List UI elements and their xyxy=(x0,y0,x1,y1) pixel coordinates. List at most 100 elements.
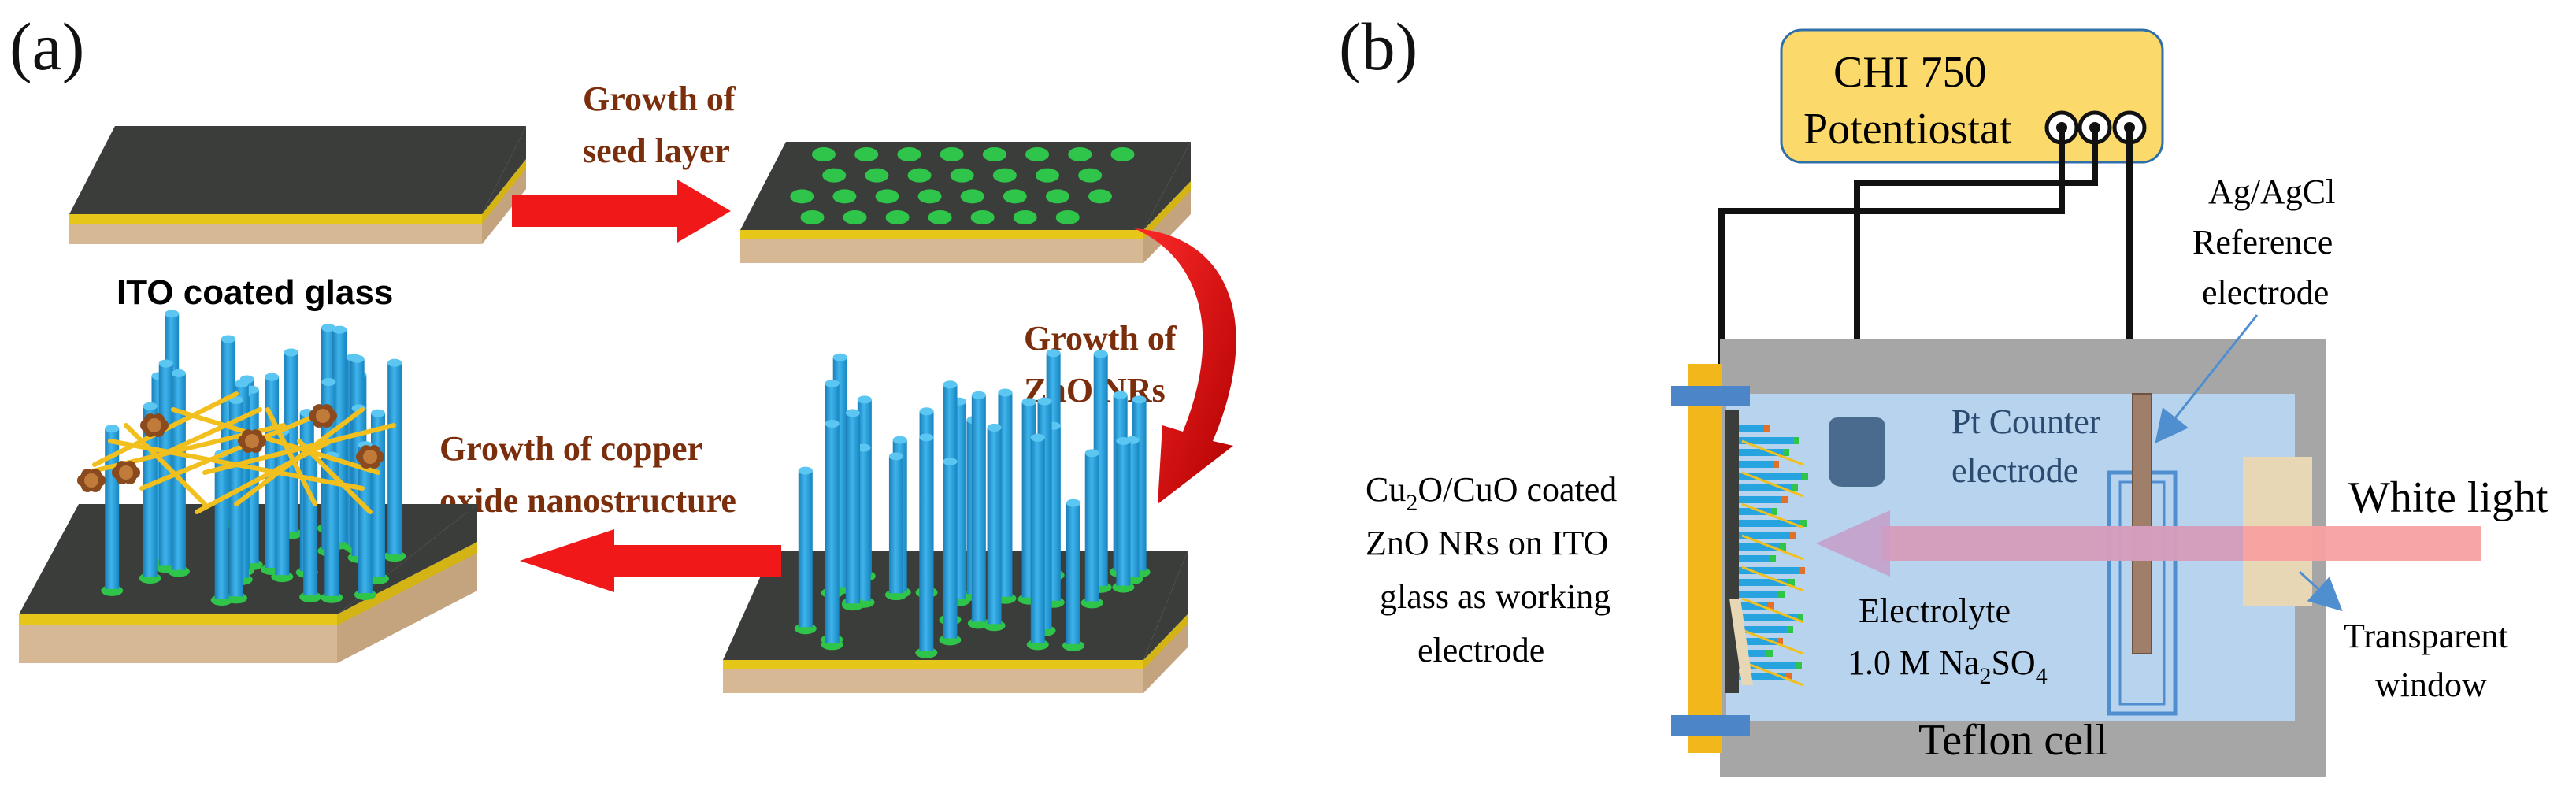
seed-dot xyxy=(1078,168,1103,183)
nanorod xyxy=(303,447,318,595)
beam-through-cell xyxy=(1890,526,2243,561)
side-rod-tip xyxy=(1788,579,1795,586)
side-nanorod xyxy=(1739,579,1795,586)
pt-counter-electrode xyxy=(1829,417,1885,487)
side-nanorod xyxy=(1739,532,1796,539)
nanorod xyxy=(825,423,840,643)
rod-cap xyxy=(105,425,120,433)
side-rod-tip xyxy=(1792,484,1798,491)
rod-cap xyxy=(1046,349,1061,358)
side-rod-tip xyxy=(1768,602,1774,610)
rod-cap xyxy=(798,466,813,475)
nanorod xyxy=(214,453,229,599)
side-rod-tip xyxy=(1780,543,1786,551)
working-label-line1: Cu2O/CuO coated xyxy=(1366,470,1617,516)
seed-dot xyxy=(1045,189,1069,204)
rod-cap xyxy=(825,419,840,428)
nanowire xyxy=(202,423,396,475)
side-nanorod xyxy=(1739,437,1799,444)
side-rod-tip xyxy=(1777,638,1783,645)
reference-label-line2: Reference xyxy=(2192,223,2333,261)
seed-layer-substrate xyxy=(740,142,1191,263)
side-nanowire xyxy=(1741,628,1804,655)
seed-dot xyxy=(1068,147,1092,161)
copper-oxide-clusters xyxy=(77,404,384,492)
rod-cap xyxy=(321,377,336,386)
rod-cap xyxy=(350,354,365,363)
rod-cap xyxy=(165,310,180,318)
copper-oxide-nanowires xyxy=(84,391,396,514)
step2-curved-arrow xyxy=(1134,228,1236,504)
step1-label-line1: Growth of xyxy=(583,80,736,118)
rod-cap xyxy=(284,348,298,357)
nanorod xyxy=(370,413,385,577)
rod-cap xyxy=(857,395,872,404)
working-electrode-edge xyxy=(1729,599,1753,685)
working-electrode-plate xyxy=(1688,364,1722,753)
seed-dot xyxy=(1013,210,1037,224)
side-rod-tip xyxy=(1770,555,1776,562)
rod-cap xyxy=(919,407,934,416)
seed-dot xyxy=(907,168,932,183)
side-nanorod xyxy=(1739,508,1777,515)
side-nanorod xyxy=(1739,567,1805,574)
clamp-top xyxy=(1671,386,1750,406)
seed-dot xyxy=(875,189,899,204)
nanorod xyxy=(1084,453,1099,602)
side-nanorod xyxy=(1739,626,1793,633)
side-nanorod xyxy=(1739,484,1798,491)
rod-cap xyxy=(1132,395,1147,404)
side-nanorod xyxy=(1739,650,1773,657)
side-nanowire xyxy=(1741,439,1804,466)
step3-arrow xyxy=(520,529,781,592)
step1-arrow xyxy=(512,180,731,243)
seed-dot xyxy=(1055,210,1080,224)
side-rod-tip xyxy=(1783,449,1789,456)
side-nanorod xyxy=(1739,602,1774,610)
side-nanowire xyxy=(1741,565,1804,592)
side-rod-tip xyxy=(1799,567,1805,574)
seed-dot xyxy=(992,168,1017,183)
potentiostat-label-line2: Potentiostat xyxy=(1803,105,2012,154)
rod-cap xyxy=(387,358,402,367)
nanorod xyxy=(888,456,903,594)
window-label-line2: window xyxy=(2375,666,2487,704)
side-rod-tip xyxy=(1790,532,1796,539)
seed-dot xyxy=(950,168,974,183)
rod-cap xyxy=(971,391,986,399)
rod-cap xyxy=(943,457,958,465)
nanowire xyxy=(265,407,317,506)
white-light-label: White light xyxy=(2348,473,2548,522)
seed-dot xyxy=(960,189,984,204)
nanowire xyxy=(195,439,333,514)
side-nanorod xyxy=(1739,638,1783,645)
side-nanorod xyxy=(1739,614,1803,621)
cell-label: Teflon cell xyxy=(1918,716,2107,765)
nanorod xyxy=(971,395,986,622)
rod-cap xyxy=(221,335,235,343)
rod-cap xyxy=(832,353,847,361)
electrolyte-label-line1: Electrolyte xyxy=(1859,591,2011,630)
side-nanowire xyxy=(1741,471,1804,498)
rod-cap xyxy=(1084,449,1099,458)
side-rod-tip xyxy=(1800,520,1807,527)
side-rod-tip xyxy=(1787,626,1793,633)
rod-cap xyxy=(1030,433,1045,442)
nanowire xyxy=(155,407,262,459)
seed-dot xyxy=(928,210,952,224)
beam-arrowhead xyxy=(1816,510,1890,577)
side-nanowire xyxy=(1741,660,1804,687)
nanowire xyxy=(124,423,207,506)
side-nanowire xyxy=(1741,597,1804,624)
nanorod xyxy=(856,447,871,601)
cluster-core xyxy=(245,434,259,448)
side-rod-tip xyxy=(1781,496,1788,503)
rod-cap xyxy=(856,443,871,452)
ito-substrate xyxy=(69,126,526,244)
seed-dot xyxy=(1088,189,1112,204)
rod-cap xyxy=(1066,499,1081,507)
seed-dot xyxy=(1110,147,1135,161)
seed-dot xyxy=(800,210,825,224)
reference-electrode xyxy=(2107,393,2178,716)
